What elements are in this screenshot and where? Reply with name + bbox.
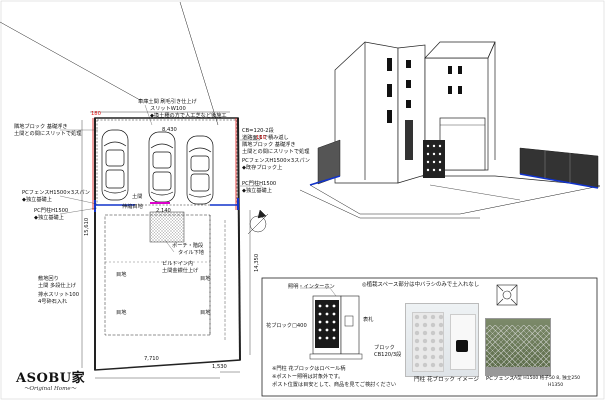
north-arrow <box>247 209 269 235</box>
plan-label-turf: ◆換土種の方で人工芝など後施工 <box>150 113 227 119</box>
plan-label-footing-gate-left: ◆独立基礎上 <box>34 215 64 221</box>
plan-label-crushed-stone: 4号砕石入れ <box>38 299 68 305</box>
dim-label-150: 150 <box>256 135 266 141</box>
detail-caption-fence-height: H1350 <box>548 383 564 388</box>
dim-label-gate-width: 2,140 <box>156 208 171 214</box>
perspective-windows <box>387 58 462 160</box>
plan-label-footing-gate-right: ◆独立基礎上 <box>242 188 272 194</box>
detail-label-light-intercom: 照明・インターホン <box>288 284 335 290</box>
porch-hatched <box>149 211 185 243</box>
site-boundary <box>94 117 241 371</box>
detail-caption-pc-fence: PCフェンス <box>486 376 515 382</box>
detail-label-nameplate: 表札 <box>363 317 374 323</box>
detail-note-excluded: ※ポストー照明は対象外です。 <box>272 374 344 380</box>
dim-label-site-width: 7,710 <box>144 356 159 362</box>
detail-title-note: ◎植栽スペース部分は中バラシのみで土入れなし <box>362 282 480 288</box>
plan-label-pc-fence-right: PCフェンスH1500×3スパン <box>242 158 310 164</box>
flower-block-icon <box>496 284 518 306</box>
detail-gate-drawing <box>300 287 363 360</box>
road-line-upper <box>0 21 141 101</box>
plan-label-drain-slit: 排水スリット100 <box>38 292 80 298</box>
plan-label-pc-gate-right: PC門柱H1500 <box>242 181 277 187</box>
car-1 <box>101 129 129 201</box>
plan-label-pc-gate-left: PC門柱H1500 <box>34 208 69 214</box>
plan-label-floor-finish: 土間 多段仕上げ <box>38 283 76 289</box>
plan-label-tile-base: タイル下地 <box>178 250 204 256</box>
car-2 <box>148 131 176 203</box>
plan-label-adjacent-block-left: 隣地ブロック 基礎浮き <box>14 124 68 130</box>
detail-note-post-position: ポスト位置は目安として、商品を見てご検討ください <box>272 382 397 388</box>
plan-label-joint-3: 目地 <box>116 310 127 316</box>
brand-logo-tagline: ～Original Home～ <box>24 386 77 392</box>
plan-label-slit-right: 土間との間にスリットで処理 <box>242 149 310 155</box>
plan-label-pc-fence-left: PCフェンスH1500×3スパン <box>22 190 90 196</box>
plan-label-garage-floor: 車庫土間 刷毛引き仕上げ <box>138 99 197 105</box>
perspective-fence-left <box>309 139 341 186</box>
plan-label-trowel-finish: 土間金鏝仕上げ <box>162 268 199 274</box>
plan-label-footing-left: ◆独立基礎上 <box>22 197 52 203</box>
plan-label-cb: CB=120-2段 <box>242 128 274 134</box>
plan-label-joint-2: 目地 <box>200 276 211 282</box>
plan-label-site-perimeter: 敷地回り <box>38 276 59 282</box>
plan-label-adjacent-block-right: 隣地ブロック 基礎浮き <box>242 142 296 148</box>
dim-label-180: 180 <box>91 111 101 117</box>
detail-note-robert: ※門柱 花ブロックはロベール柄 <box>272 366 346 372</box>
dim-label-width-top: 8,430 <box>162 127 177 133</box>
detail-label-cb-3: CB120/3段 <box>374 352 402 358</box>
plan-label-soil: 土間 <box>132 194 143 200</box>
gate-image-photo <box>405 303 479 377</box>
perspective-fence-right <box>519 147 599 189</box>
dim-label-site-depth: 15,610 <box>84 217 90 236</box>
brand-logo-text: ASOBU家 <box>16 371 86 386</box>
plan-label-joint-4: 目地 <box>200 310 211 316</box>
plan-label-road-return: 道路面まで積み返し <box>242 135 289 141</box>
parking-area <box>96 119 238 206</box>
plan-label-slit-left: 土間との間にスリットで処理 <box>14 131 82 137</box>
detail-label-flower-block: 花ブロック□400 <box>266 323 307 329</box>
pc-fence-photo <box>485 318 551 376</box>
site-right-edge <box>237 117 241 361</box>
perspective-gate-pillar <box>423 140 445 178</box>
detail-caption-fence-spec: A型 H1500 格子50 8, 独立250 <box>514 376 581 381</box>
plan-label-slit: スリットW100 <box>150 106 186 112</box>
detail-caption-gate-image: 門柱 花ブロック イメージ <box>414 377 479 383</box>
dim-label-right-setback: 1,530 <box>212 364 227 370</box>
road-line-center <box>179 1 219 126</box>
plan-label-joint-1: 目地 <box>116 272 127 278</box>
brand-logo: ASOBU家 ～Original Home～ <box>16 372 96 396</box>
plan-label-builtin: ビルドイン内 <box>162 261 194 267</box>
plan-label-expansion-joint: 伸縮目地 <box>122 204 143 210</box>
detail-label-block: ブロック <box>374 345 395 351</box>
leader-lines <box>59 104 262 253</box>
plan-label-existing-block: ◆既存ブロック上 <box>242 165 283 171</box>
dim-label-inner-depth: 14,350 <box>254 253 260 272</box>
car-3 <box>186 135 214 205</box>
plan-label-porch: ポーチ・階段 <box>172 243 204 249</box>
